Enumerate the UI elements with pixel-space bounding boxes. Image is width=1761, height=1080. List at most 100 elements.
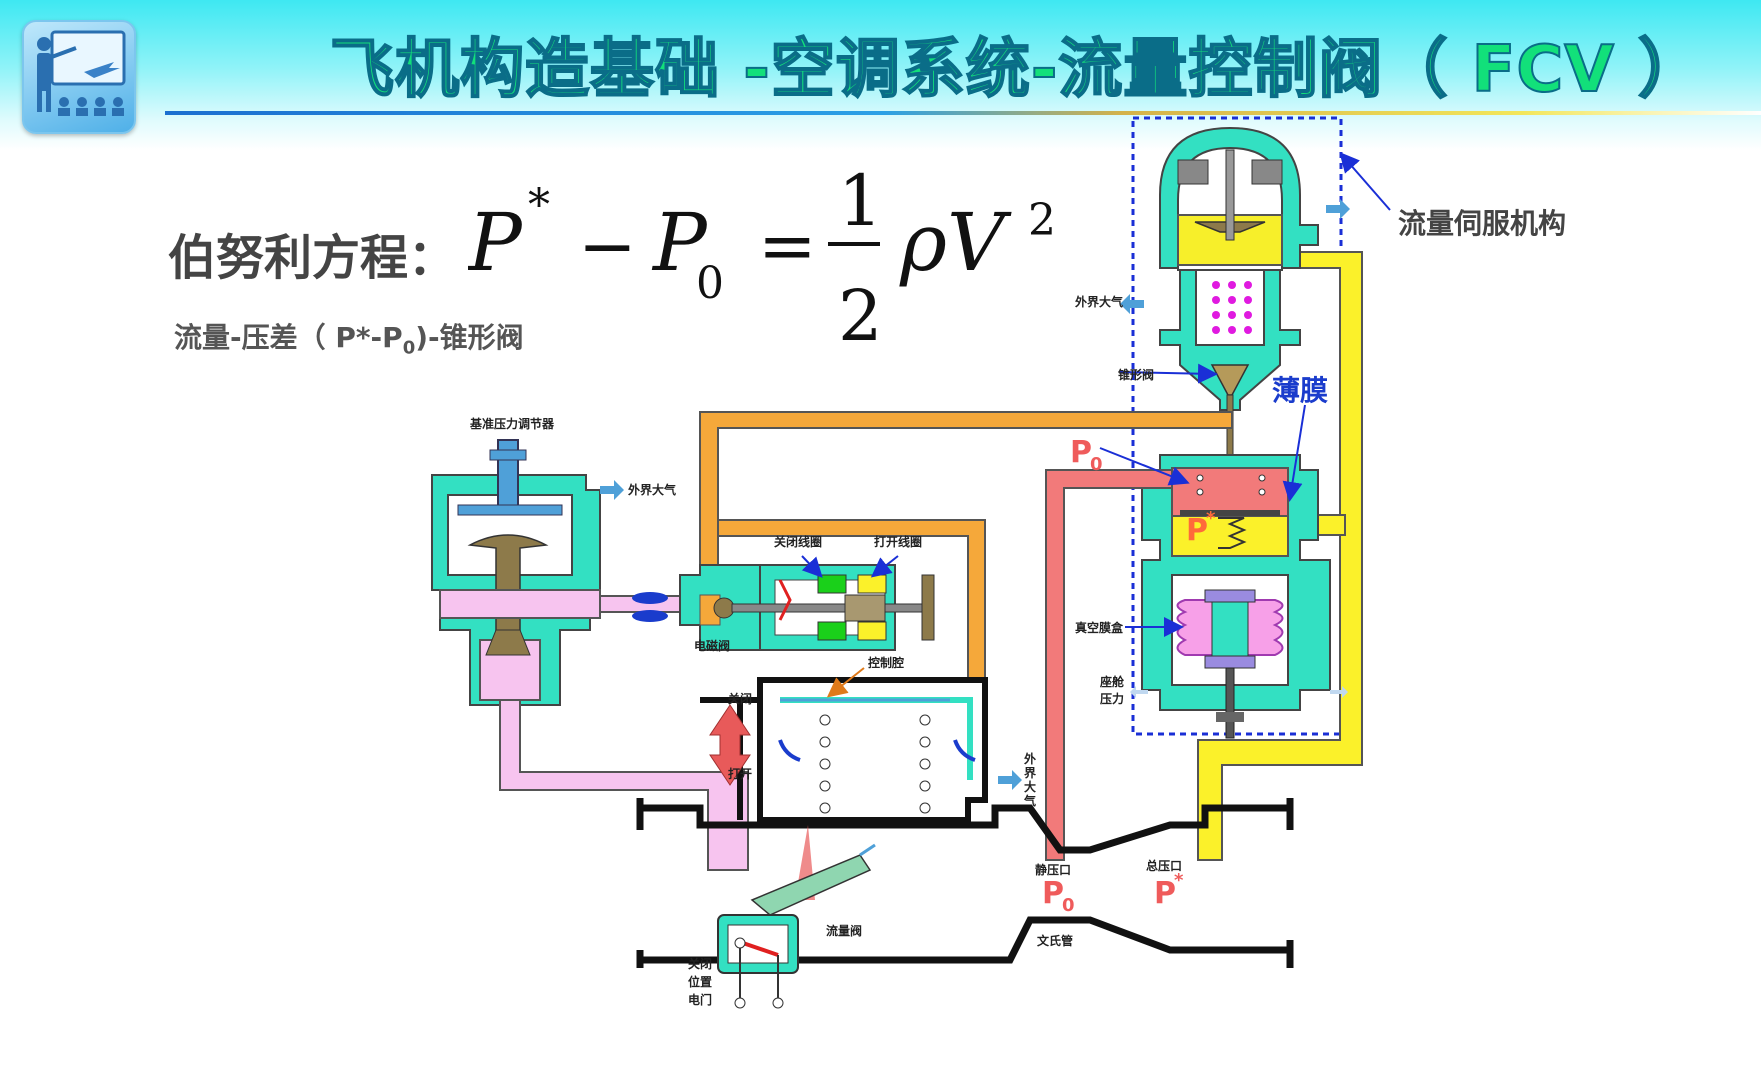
switch-terminal-left bbox=[734, 937, 746, 949]
formula-p0-sub: 0 bbox=[696, 258, 724, 309]
formula-denominator: 2 bbox=[838, 275, 883, 357]
label-ref-regulator: 基准压力调节器 bbox=[469, 416, 555, 431]
label-open: 打开 bbox=[728, 766, 752, 781]
vent-arrow-regulator bbox=[600, 480, 624, 500]
bellows-core bbox=[1211, 597, 1249, 659]
cone-valve-chamber bbox=[1195, 269, 1265, 346]
regulator-cone bbox=[485, 629, 531, 656]
label-diaphragm: 薄膜 bbox=[1272, 374, 1328, 407]
servo-bracket-left bbox=[1177, 159, 1209, 185]
stem-nut bbox=[1216, 712, 1244, 722]
label-close-pos-1: 关闭 bbox=[688, 956, 712, 971]
label-flow-valve: 流量阀 bbox=[826, 923, 862, 938]
label-outside-air-v4: 气 bbox=[1023, 793, 1036, 808]
servo-dashed-frame bbox=[1131, 116, 1343, 736]
solenoid-rod bbox=[731, 603, 923, 613]
label-outside-air-v1: 外 bbox=[1024, 751, 1036, 766]
label-control-chamber: 控制腔 bbox=[868, 655, 904, 670]
teacher-presentation-icon bbox=[22, 20, 136, 134]
total-pressure-line bbox=[1197, 251, 1363, 861]
label-close-pos-3: 电门 bbox=[688, 992, 712, 1007]
formula-p-star: P bbox=[468, 196, 523, 289]
diaphragm-pointer bbox=[1282, 404, 1306, 502]
open-coil-pointer bbox=[870, 555, 899, 578]
linkage-rod bbox=[859, 843, 876, 857]
subtitle-prefix: 流量-压差（ P*-P bbox=[174, 321, 403, 354]
p0-dots bbox=[1196, 474, 1266, 496]
flow-valve-springs bbox=[819, 714, 931, 814]
solenoid-spring bbox=[778, 579, 792, 621]
title-underline bbox=[165, 111, 1761, 115]
label-pstar-mid-sup: * bbox=[1206, 508, 1216, 529]
label-vacuum-box: 真空膜盒 bbox=[1075, 620, 1124, 635]
header-bar bbox=[0, 0, 1761, 150]
label-servo: 流量伺服机构 bbox=[1398, 207, 1566, 240]
switch-contact bbox=[739, 940, 779, 957]
label-outside-air-regulator: 外界大气 bbox=[628, 482, 676, 497]
label-outside-air-servo: 外界大气 bbox=[1075, 294, 1123, 309]
restrictor-bottom bbox=[632, 610, 668, 622]
vent-arrow-servo bbox=[1326, 199, 1350, 219]
cabin-arrow-left bbox=[1130, 686, 1148, 698]
vacuum-stem bbox=[1225, 667, 1235, 739]
servo-rod bbox=[1225, 149, 1235, 241]
label-pstar-bottom-sup: * bbox=[1174, 870, 1184, 891]
duct-flanges bbox=[636, 798, 1294, 830]
formula-p0: P bbox=[651, 196, 708, 289]
label-open-coil: 打开线圈 bbox=[874, 534, 922, 549]
cone-valve-pointer bbox=[1119, 363, 1218, 384]
servo-pointer bbox=[1339, 151, 1391, 211]
open-coil-top bbox=[857, 574, 887, 594]
bellows-cap-top bbox=[1204, 589, 1256, 603]
duct-upper-wall bbox=[640, 804, 1290, 854]
bernoulli-formula: P * − P 0 = 1 2 ρV 2 bbox=[468, 160, 1056, 357]
label-venturi: 文氏管 bbox=[1037, 933, 1073, 948]
open-coil-bottom bbox=[857, 621, 887, 641]
close-coil-top bbox=[817, 574, 847, 594]
label-pstar-bottom: P bbox=[1154, 876, 1176, 911]
flow-valve-seal-left bbox=[778, 739, 801, 762]
magenta-dots bbox=[1212, 281, 1252, 334]
servo-bracket-right bbox=[1251, 159, 1283, 185]
control-chamber-pointer bbox=[826, 667, 865, 698]
label-outside-air-v3: 大 bbox=[1024, 779, 1036, 794]
label-p0-top: P bbox=[1070, 435, 1092, 470]
valve-linkage bbox=[750, 854, 872, 916]
cabin-arrow-right bbox=[1330, 686, 1348, 698]
diaphragm bbox=[1180, 510, 1280, 516]
static-pressure-line bbox=[1045, 469, 1173, 861]
formula-equals: = bbox=[758, 205, 817, 287]
close-coil-bottom bbox=[817, 621, 847, 641]
p0-pointer bbox=[1099, 447, 1190, 486]
label-close-coil: 关闭线圈 bbox=[774, 534, 822, 549]
flow-pressure-subtitle: 流量-压差（ P*-P0)-锥形阀 bbox=[174, 316, 524, 359]
formula-square: 2 bbox=[1028, 195, 1056, 246]
bellows-cap-bottom bbox=[1204, 655, 1256, 669]
bernoulli-label: 伯努利方程： bbox=[168, 230, 457, 286]
restrictor-top bbox=[632, 592, 668, 604]
solenoid-armature bbox=[844, 594, 886, 622]
duct-lower-wall bbox=[636, 916, 1294, 968]
vent-arrow-outside bbox=[1120, 294, 1144, 314]
formula-numerator: 1 bbox=[838, 160, 883, 242]
pink-reference-line bbox=[499, 699, 749, 871]
subtitle-sub: 0 bbox=[402, 337, 416, 359]
flow-valve-seal-right bbox=[953, 739, 976, 762]
label-solenoid: 电磁阀 bbox=[694, 638, 730, 653]
open-close-arrow bbox=[709, 704, 751, 786]
subtitle-suffix: )-锥形阀 bbox=[415, 321, 524, 354]
formula-minus: − bbox=[578, 205, 637, 287]
vent-arrow-flow-valve bbox=[998, 770, 1022, 790]
label-static-port: 静压口 bbox=[1035, 862, 1071, 877]
formula-rho-v: ρV bbox=[899, 196, 1012, 289]
label-cabin-1: 座舱 bbox=[1099, 674, 1125, 689]
regulator-pink-channel bbox=[439, 589, 601, 619]
close-coil-pointer bbox=[801, 555, 823, 578]
label-p0-bottom: P bbox=[1042, 876, 1064, 911]
label-pstar-mid: P bbox=[1186, 513, 1208, 548]
label-total-port: 总压口 bbox=[1146, 858, 1182, 873]
label-cone-valve: 锥形阀 bbox=[1118, 367, 1154, 382]
label-outside-air-v2: 界 bbox=[1024, 765, 1036, 780]
label-cabin-2: 压力 bbox=[1100, 691, 1124, 706]
